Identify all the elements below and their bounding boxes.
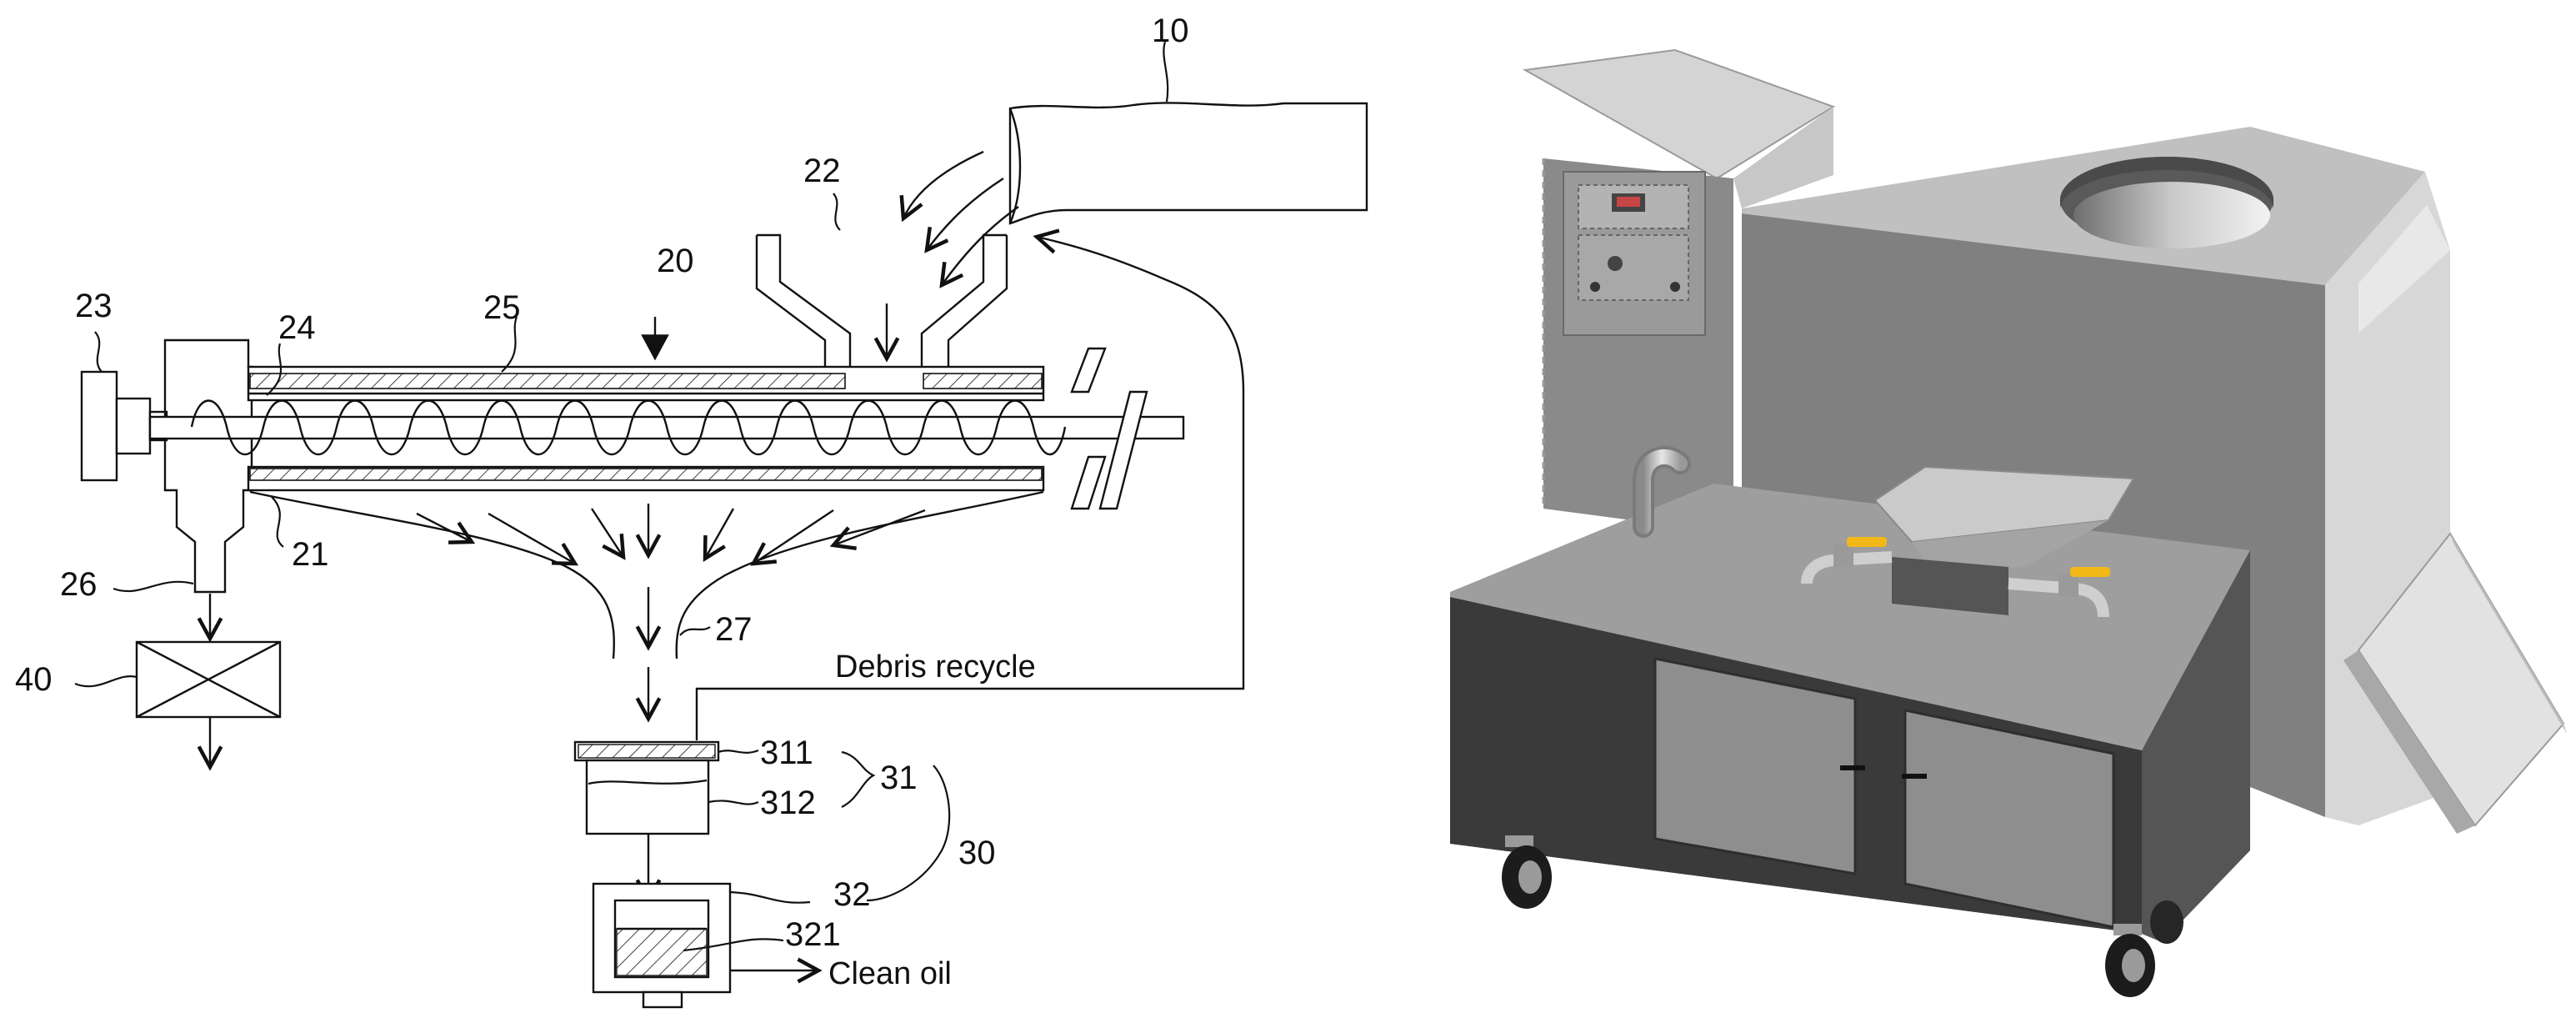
- label-25: 25: [483, 289, 521, 326]
- filter-unit: [573, 740, 951, 900]
- label-group: 10 22 20 23 24 25 21 26 40 27 311 312 31…: [15, 13, 1189, 991]
- gooseneck-pipe: [1633, 445, 1691, 538]
- control-panel: [1563, 171, 1706, 336]
- motor: [80, 331, 168, 482]
- label-321: 321: [785, 916, 841, 953]
- label-311: 311: [760, 735, 813, 771]
- screw-press: [148, 316, 1185, 594]
- label-10: 10: [1152, 13, 1189, 49]
- oil-tap-right[interactable]: [2008, 567, 2110, 618]
- label-32: 32: [833, 876, 871, 913]
- settling-tank: [592, 882, 818, 1009]
- label-30: 30: [958, 835, 996, 871]
- oil-tap-left[interactable]: [1801, 537, 1893, 584]
- label-312: 312: [760, 785, 816, 821]
- label-26: 26: [60, 566, 98, 603]
- caster-wheel-left: [1502, 835, 1552, 909]
- clean-oil-label: Clean oil: [828, 956, 952, 991]
- machine-render: [1450, 48, 2567, 997]
- chute-flow-arrows: [903, 150, 1019, 285]
- label-22: 22: [803, 153, 841, 189]
- left-door[interactable]: [1653, 657, 1857, 875]
- label-23: 23: [75, 288, 113, 324]
- caster-wheel-right: [2105, 924, 2155, 997]
- press-tray: [1873, 465, 2135, 615]
- dial-left-icon: [1590, 282, 1600, 292]
- feed-hopper: [755, 193, 1008, 392]
- dial-right-icon: [1670, 282, 1680, 292]
- caster-wheel-back: [2150, 900, 2183, 944]
- label-27: 27: [715, 611, 753, 648]
- tap-lever-right[interactable]: [2070, 567, 2110, 577]
- label-31: 31: [880, 760, 918, 796]
- control-knob-icon: [1608, 256, 1623, 271]
- label-40: 40: [15, 661, 53, 698]
- oil-funnel: [249, 490, 1044, 719]
- label-20: 20: [657, 243, 694, 279]
- tower-side: [1733, 107, 1833, 208]
- tap-lever-left[interactable]: [1847, 537, 1887, 547]
- right-door-handle[interactable]: [1902, 774, 1927, 779]
- cabinet-side: [2142, 550, 2250, 942]
- label-24: 24: [278, 309, 316, 346]
- feed-chute: [1008, 41, 1368, 225]
- left-door-handle[interactable]: [1840, 765, 1865, 770]
- cake-processor: [74, 580, 282, 767]
- debris-recycle-line: [695, 237, 1245, 740]
- label-21: 21: [292, 536, 329, 573]
- debris-recycle-label: Debris recycle: [835, 649, 1036, 685]
- schematic: 10 22 20 23 24 25 21 26 40 27 311 312 31…: [15, 13, 1368, 1009]
